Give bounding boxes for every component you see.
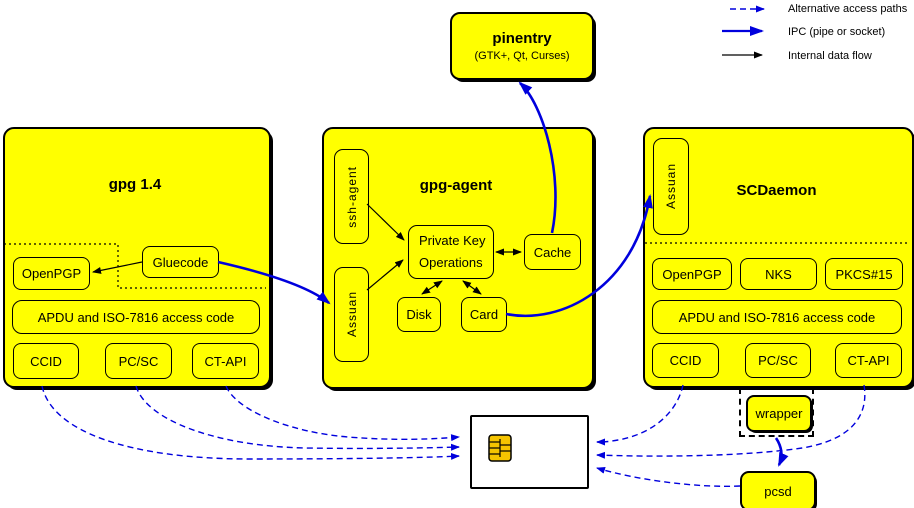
- dashed-gpg14-ccid-to-card: [41, 385, 460, 460]
- scdaemon-title: SCDaemon: [736, 182, 817, 199]
- scdaemon-ctapi-module: CT-API: [835, 343, 902, 378]
- gpg14-pcsc-module: PC/SC: [105, 343, 172, 379]
- disk-module: Disk: [397, 297, 441, 332]
- smartcard-chip-icon: [488, 434, 512, 462]
- smartcard: [470, 415, 589, 489]
- dashed-gpg14-pcsc-to-card: [135, 385, 460, 451]
- scdaemon-assuan-module: Assuan: [653, 138, 689, 235]
- legend-internal-flow-label: Internal data flow: [788, 50, 872, 62]
- legend-ipc-label: IPC (pipe or socket): [788, 26, 886, 38]
- dashed-scdaemon-ctapi-to-card: [596, 384, 866, 459]
- cache-module: Cache: [524, 234, 581, 270]
- dashed-gpg14-ctapi-to-card: [225, 385, 460, 442]
- assuan-label: Assuan: [344, 291, 359, 338]
- ssh-agent-label: ssh-agent: [344, 165, 359, 228]
- pinentry-box: pinentry (GTK+, Qt, Curses): [450, 12, 594, 80]
- pinentry-title: pinentry: [492, 30, 552, 47]
- pko-line1: Private Key: [419, 233, 486, 248]
- scdaemon-apdu-module: APDU and ISO-7816 access code: [652, 300, 902, 334]
- pcsd-box: pcsd: [740, 471, 816, 508]
- gpg14-openpgp-module: OpenPGP: [13, 257, 90, 290]
- private-key-operations-module: Private Key Operations: [408, 225, 494, 279]
- gpg14-apdu-module: APDU and ISO-7816 access code: [12, 300, 260, 334]
- gpg-agent-ssh-agent-module: ssh-agent: [334, 149, 369, 244]
- legend-alt-access-label: Alternative access paths: [788, 3, 908, 15]
- pinentry-subtitle: (GTK+, Qt, Curses): [474, 50, 570, 62]
- scdaemon-pcsc-module: PC/SC: [745, 343, 811, 378]
- scdaemon-openpgp-module: OpenPGP: [652, 258, 732, 290]
- pko-line2: Operations: [419, 255, 483, 270]
- dashed-pcsd-to-card: [596, 467, 741, 487]
- gpg14-title: gpg 1.4: [108, 176, 162, 193]
- gpg14-ccid-module: CCID: [13, 343, 79, 379]
- gpg-agent-assuan-module: Assuan: [334, 267, 369, 362]
- scdaemon-pkcs15-module: PKCS#15: [825, 258, 903, 290]
- scdaemon-nks-module: NKS: [740, 258, 817, 290]
- card-module: Card: [461, 297, 507, 332]
- arrow-wrapper-to-pcsd: [774, 437, 789, 467]
- scdaemon-ccid-module: CCID: [652, 343, 719, 378]
- gpg-agent-title: gpg-agent: [419, 177, 493, 194]
- dashed-scdaemon-ccid-to-card: [596, 384, 684, 446]
- gpg14-ctapi-module: CT-API: [192, 343, 259, 379]
- wrapper-box: wrapper: [746, 395, 812, 432]
- gpg14-gluecode-module: Gluecode: [142, 246, 219, 278]
- scdaemon-assuan-label: Assuan: [664, 163, 678, 210]
